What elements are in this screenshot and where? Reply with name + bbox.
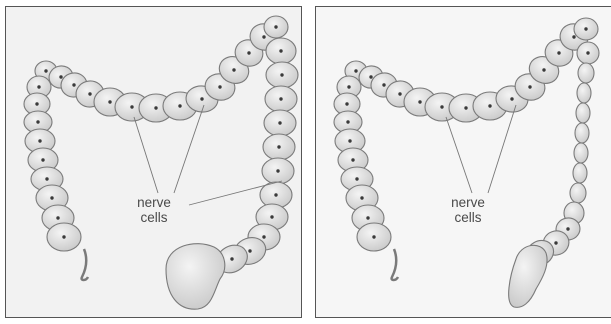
nerve-cell-dot [354,69,357,72]
nerve-cell-dot [557,51,560,54]
rectum [509,245,547,307]
nerve-cell-dot [59,75,62,78]
nerve-cells-label: nerve cells [124,195,184,225]
nerve-cell-dot [62,235,65,238]
nerve-cell-dot [38,139,41,142]
nerve-cell-dot [262,235,265,238]
nerve-cell-dot [345,102,348,105]
colon-segment [573,163,587,183]
nerve-cell-dot [566,227,569,230]
nerve-cell-dot [554,241,557,244]
nerve-cell-dot [45,177,48,180]
nerve-cell-dot [37,85,40,88]
nerve-cell-dot [369,75,372,78]
nerve-cell-dot [35,102,38,105]
colon-segment [570,183,586,203]
nerve-cell-dot [72,83,75,86]
label-line-1: nerve [124,195,184,210]
nerve-cell-dot [88,92,91,95]
nerve-cells-label: nerve cells [438,195,498,225]
colon-drawing [316,7,611,319]
nerve-cell-dot [50,196,53,199]
colon-drawing [6,7,303,319]
nerve-cell-dot [542,68,545,71]
nerve-cell-dot [200,97,203,100]
nerve-cell-dot [277,145,280,148]
nerve-cell-dot [108,100,111,103]
nerve-cell-dot [230,257,233,260]
nerve-cell-dot [346,120,349,123]
nerve-cell-dot [440,105,443,108]
label-line-2: cells [124,210,184,225]
nerve-cell-dot [355,177,358,180]
colon-illustration-affected: nerve cells [315,6,611,318]
nerve-cell-dot [464,106,467,109]
nerve-cell-dot [572,35,575,38]
nerve-cell-dot [247,51,250,54]
colon [24,16,298,309]
nerve-cell-dot [274,193,277,196]
label-line-2: cells [438,210,498,225]
colon-segment [577,83,591,103]
nerve-cell-dot [36,120,39,123]
appendix-tail [392,249,398,280]
nerve-cell-dot [41,158,44,161]
nerve-cell-dot [270,215,273,218]
nerve-cell-dot [218,85,221,88]
nerve-cell-dot [130,105,133,108]
colon-segment [576,103,590,123]
nerve-cell-dot [278,121,281,124]
colon-segment [575,123,589,143]
nerve-cell-dot [488,104,491,107]
label-pointer-line [134,117,158,193]
nerve-cell-dot [398,92,401,95]
colon [334,18,599,307]
nerve-cell-dot [586,51,589,54]
nerve-cell-dot [348,139,351,142]
nerve-cell-dot [382,83,385,86]
nerve-cell-dot [351,158,354,161]
nerve-cell-dot [366,216,369,219]
nerve-cell-dot [274,25,277,28]
nerve-cell-dot [528,85,531,88]
nerve-cell-dot [347,85,350,88]
colon-illustration-normal: nerve cells [5,6,302,318]
rectum [166,244,225,310]
label-pointer-line [446,117,472,193]
nerve-cell-dot [280,73,283,76]
nerve-cell-dot [279,97,282,100]
nerve-cell-dot [584,27,587,30]
colon-segment [578,63,594,83]
nerve-cell-dot [262,35,265,38]
nerve-cell-dot [232,68,235,71]
nerve-cell-dot [248,249,251,252]
nerve-cell-dot [56,216,59,219]
nerve-cell-dot [279,49,282,52]
nerve-cell-dot [276,169,279,172]
nerve-cell-dot [178,104,181,107]
label-line-1: nerve [438,195,498,210]
nerve-cell-dot [44,69,47,72]
nerve-cell-dot [372,235,375,238]
colon-segment [574,143,588,163]
nerve-cell-dot [418,100,421,103]
nerve-cell-dot [154,106,157,109]
nerve-cell-dot [360,196,363,199]
nerve-cell-dot [510,97,513,100]
appendix-tail [82,249,88,280]
